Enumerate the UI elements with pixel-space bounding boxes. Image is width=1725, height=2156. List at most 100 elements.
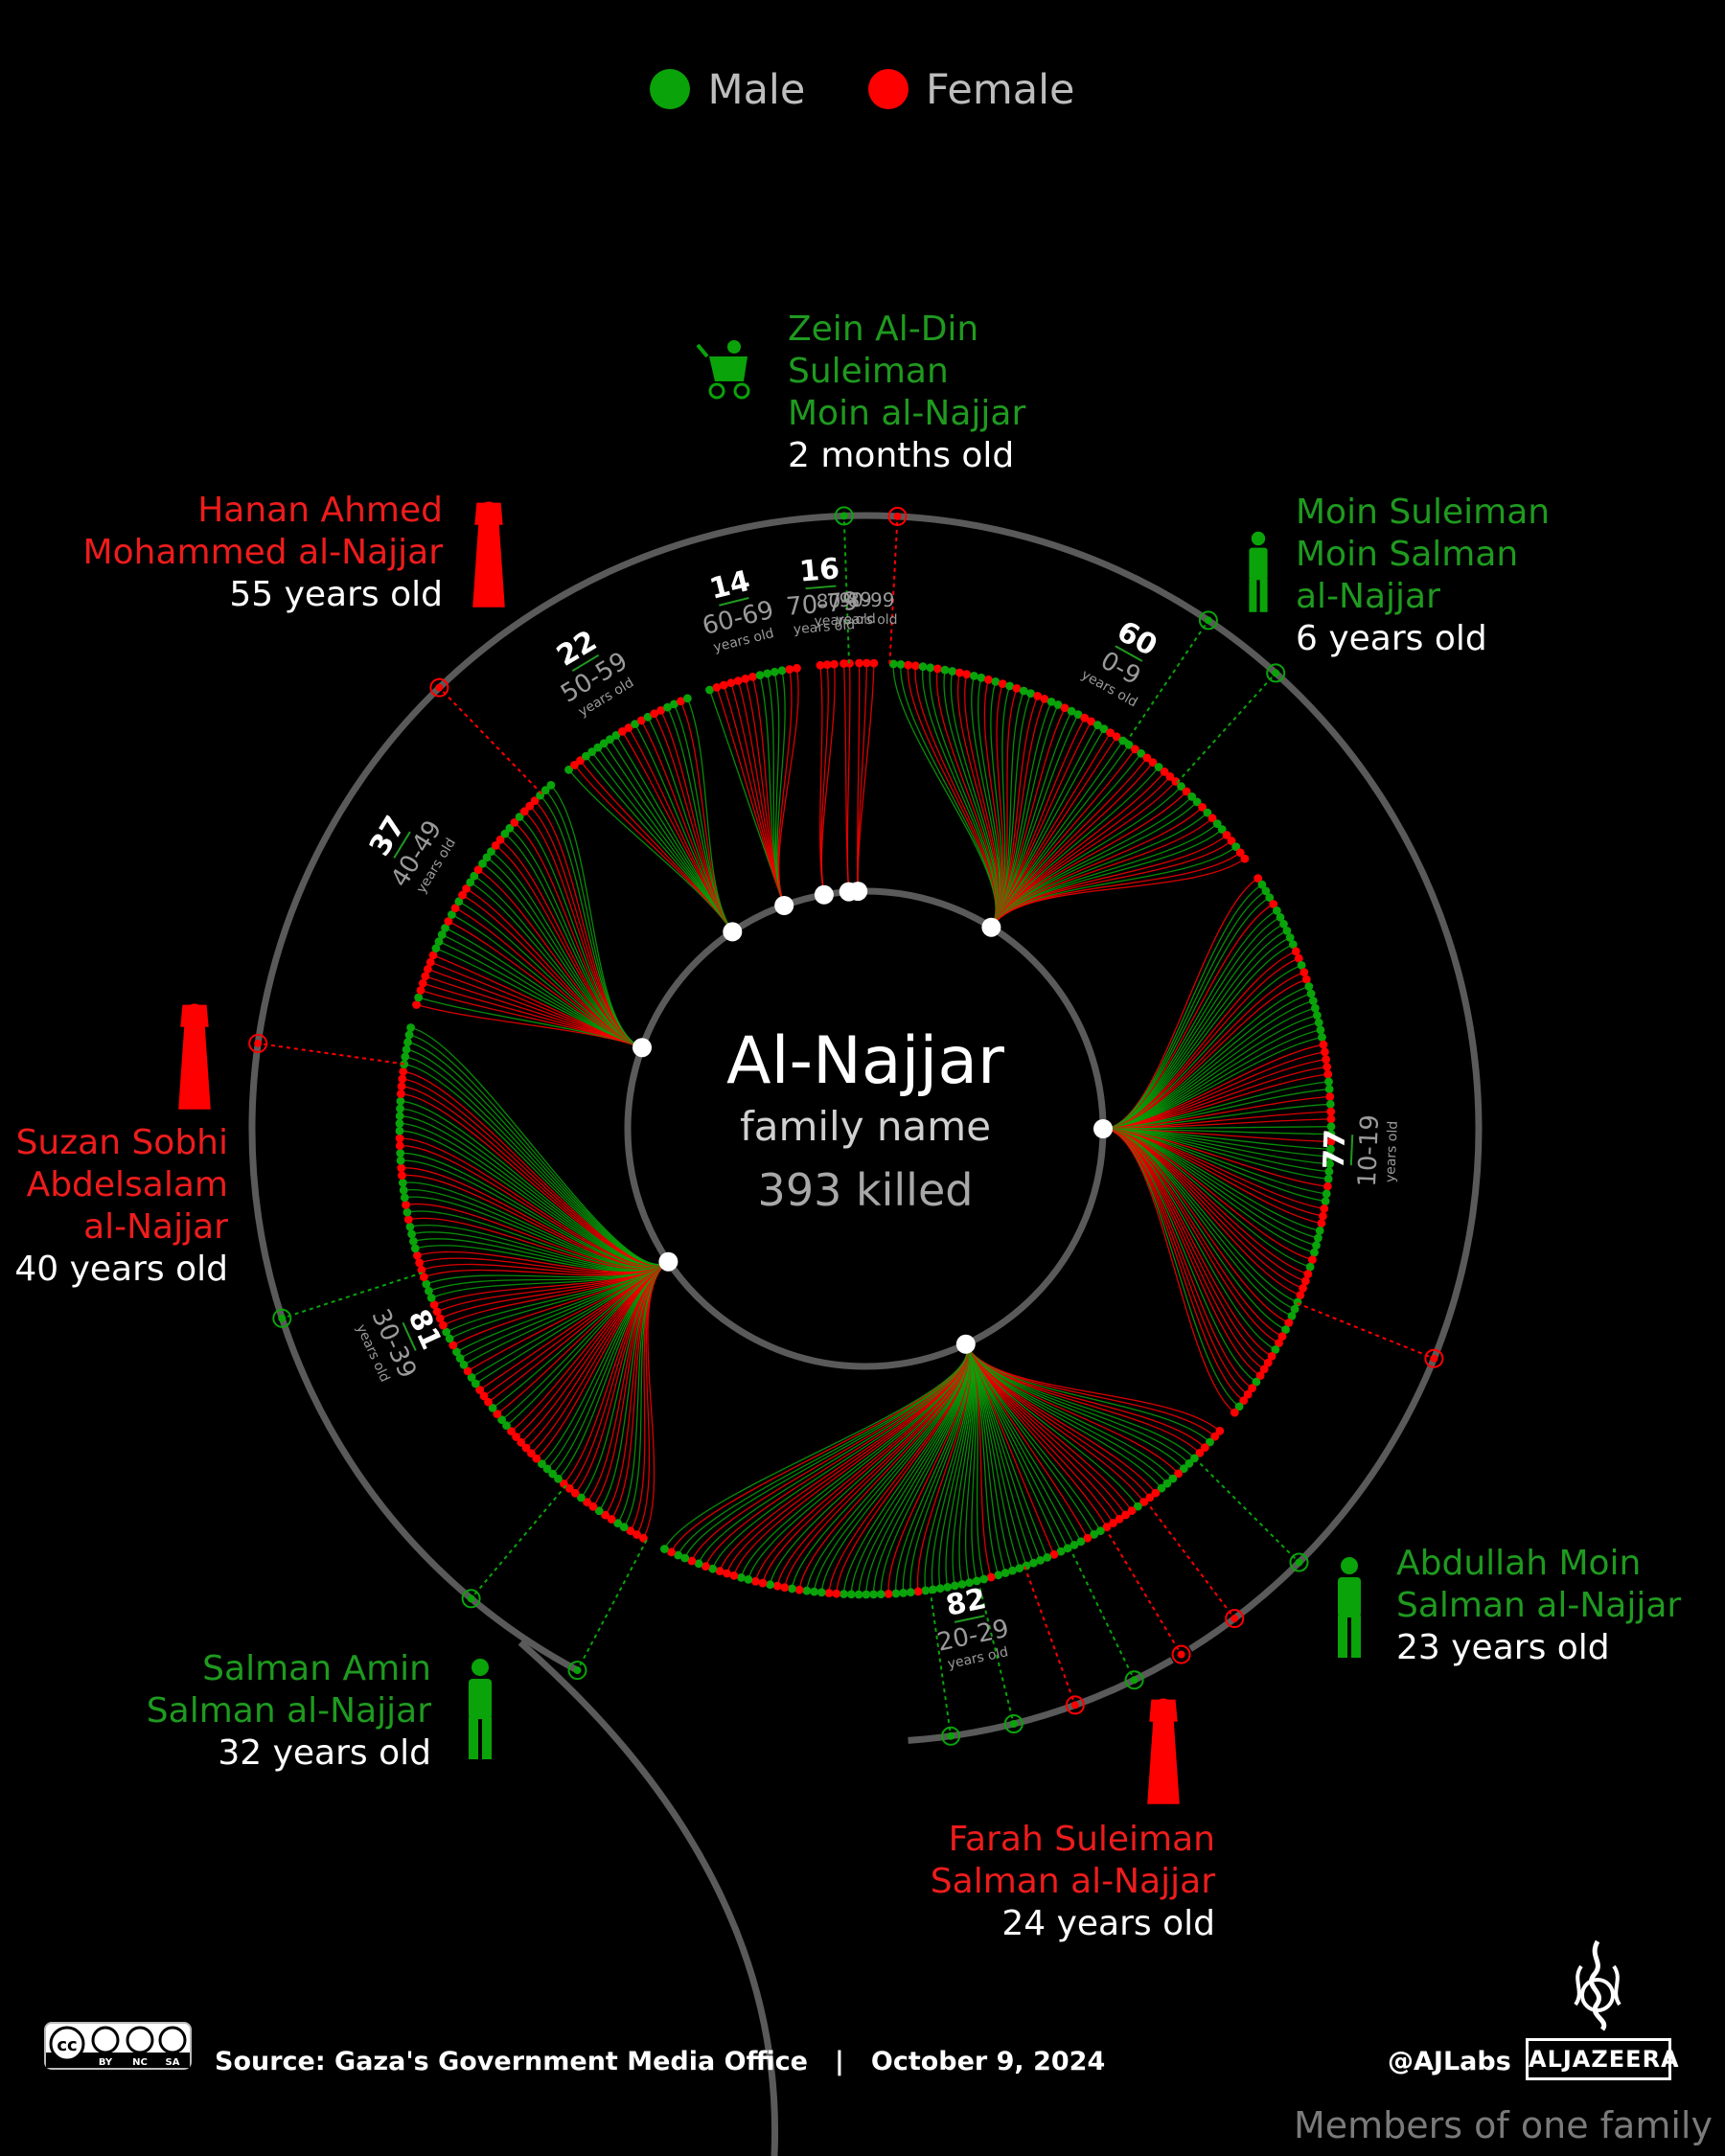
person-dot xyxy=(1322,1189,1331,1199)
person-dot xyxy=(935,1584,945,1594)
person-dot xyxy=(403,1038,412,1047)
person-dot xyxy=(491,841,500,850)
person-dot xyxy=(1148,758,1158,768)
person-dot xyxy=(1252,1377,1261,1387)
person-dot xyxy=(1160,768,1169,776)
person-dot xyxy=(424,965,432,974)
person-dot xyxy=(1137,748,1146,758)
person-dot xyxy=(1060,703,1070,713)
callout-line xyxy=(258,1042,404,1066)
person-dot xyxy=(1290,1304,1300,1314)
person-dot xyxy=(1314,1018,1323,1027)
person-dot xyxy=(1310,1248,1319,1257)
person-dot xyxy=(962,670,972,679)
person-dot xyxy=(1324,1085,1334,1094)
person-dot xyxy=(1322,1055,1330,1064)
person-dot xyxy=(1036,1556,1045,1565)
person-dot xyxy=(1326,1137,1336,1146)
age-group-node xyxy=(814,884,834,905)
person-dot xyxy=(899,1589,908,1597)
person-dot xyxy=(1168,1474,1178,1483)
person-dot xyxy=(429,1300,439,1310)
person-age: 24 years old xyxy=(1001,1904,1215,1943)
person-dot xyxy=(1162,1479,1172,1488)
person-dot xyxy=(705,685,714,695)
person-dot xyxy=(401,1052,410,1062)
person-dot xyxy=(1296,1291,1305,1300)
person-dot xyxy=(1083,1533,1092,1543)
person-dot xyxy=(1323,1175,1333,1183)
callout-ring xyxy=(941,1726,961,1746)
person-dot xyxy=(416,986,426,995)
person-dot xyxy=(1080,713,1090,722)
callout-dot xyxy=(278,1314,287,1322)
person-dot xyxy=(412,1000,421,1009)
total-killed: 393 killed xyxy=(758,1164,974,1216)
person-dot xyxy=(1165,772,1175,781)
person-dot xyxy=(435,1314,445,1323)
woman-icon xyxy=(472,501,505,608)
cc-nc: NC xyxy=(132,2057,148,2068)
person-dot xyxy=(723,1569,731,1578)
person-dot xyxy=(748,673,757,681)
legend-label-male: Male xyxy=(707,65,806,114)
link-line xyxy=(597,746,733,932)
person-dot xyxy=(667,1548,676,1557)
person-age: 40 years old xyxy=(14,1250,228,1289)
person-dot xyxy=(830,659,839,669)
person-dot xyxy=(1005,681,1014,691)
person-dot xyxy=(459,1360,469,1369)
age-group-rule xyxy=(805,585,837,590)
person-dot xyxy=(729,1571,739,1580)
person-dot xyxy=(822,660,832,669)
person-age: 32 years old xyxy=(218,1733,431,1773)
person-dot xyxy=(1102,1523,1112,1531)
callout-dot xyxy=(254,1039,263,1047)
person-dot xyxy=(780,1583,790,1593)
person-dot xyxy=(626,1526,635,1536)
age-group-range: 90-99 xyxy=(839,588,894,611)
person-dot xyxy=(845,658,854,668)
person-dot xyxy=(399,1067,408,1076)
person-dot xyxy=(1067,706,1076,716)
person-dot xyxy=(933,664,942,674)
age-group-rule xyxy=(1349,1135,1354,1166)
age-group-range: 10-19 xyxy=(1353,1114,1385,1188)
aljazeera-logo-icon xyxy=(1574,1939,1622,2031)
person-dot xyxy=(1179,1464,1188,1474)
person-dot xyxy=(484,1397,493,1407)
person-dot xyxy=(1276,912,1285,922)
person-dot xyxy=(414,993,424,1002)
person-dot xyxy=(1324,1167,1334,1176)
person-dot xyxy=(1234,1402,1244,1411)
person-dot xyxy=(426,957,435,967)
person-dot xyxy=(538,1459,546,1468)
person-dot xyxy=(1263,1358,1273,1367)
person-dot xyxy=(1043,1553,1052,1562)
person-dot xyxy=(755,671,765,679)
person-dot xyxy=(564,1484,574,1493)
cc-license-icon: cc BY NC SA xyxy=(46,2024,190,2068)
person-name-line: Salman Amin xyxy=(202,1649,431,1688)
person-name-line: Abdelsalam xyxy=(26,1165,228,1204)
callout-ring xyxy=(1198,610,1218,631)
person-dot xyxy=(1277,1332,1287,1342)
person-dot xyxy=(1325,1092,1335,1101)
person-dot xyxy=(410,1244,420,1253)
callout-line xyxy=(1176,672,1276,784)
person-dot xyxy=(911,661,920,671)
person-dot xyxy=(737,1573,746,1582)
callout-ring xyxy=(248,1033,268,1053)
person-dot xyxy=(674,1550,682,1560)
person-dot xyxy=(1174,1469,1183,1479)
callout-ring xyxy=(1003,1714,1024,1733)
person-dot xyxy=(1212,819,1222,828)
person-dot xyxy=(466,878,475,887)
person-dot xyxy=(1313,1011,1322,1020)
person-dot xyxy=(1314,1233,1322,1243)
person-dot xyxy=(519,807,529,816)
person-dot xyxy=(611,731,621,740)
age-group-node xyxy=(1093,1119,1113,1138)
person-dot xyxy=(577,1493,586,1502)
